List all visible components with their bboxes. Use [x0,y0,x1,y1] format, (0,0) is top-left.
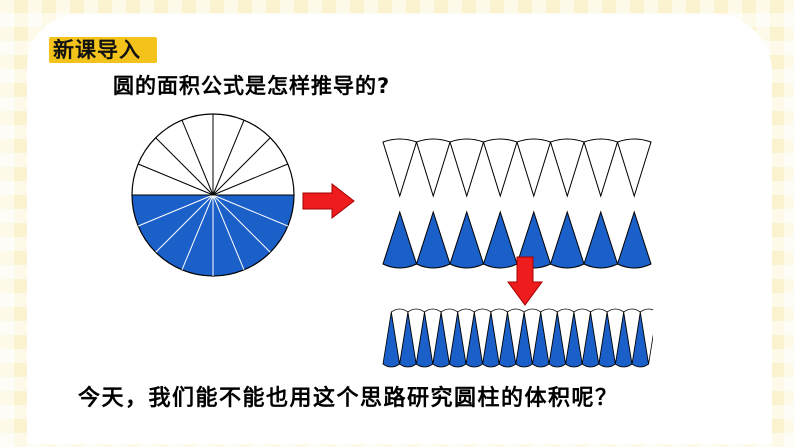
strip-white-sector [639,308,653,365]
white-sector [549,138,585,198]
white-sector [449,138,485,198]
white-sector [516,138,552,198]
blue-sector [382,210,418,269]
white-sector [415,138,451,198]
sector-line [212,194,245,271]
blue-sector [449,210,485,269]
sector-rows-diagram [382,138,652,269]
down-arrow-icon [507,256,543,306]
sector-line [155,137,214,196]
circle-diagram [131,113,295,277]
bottom-question: 今天，我们能不能也用这个思路研究圆柱的体积呢？ [78,386,619,411]
rearranged-strip-diagram [382,308,653,368]
sector-line [137,194,214,227]
blue-sector [583,210,619,269]
section-tag-highlight [49,37,157,63]
sector-line [137,163,214,196]
blue-sector [415,210,451,269]
blue-sector [549,210,585,269]
white-sector [583,138,619,198]
section-tag: 新课导入 [53,38,141,62]
question-title: 圆的面积公式是怎样推导的? [113,74,391,98]
sector-line [212,194,271,253]
right-arrow-icon [302,183,355,219]
sector-line [181,119,214,196]
sector-line [155,194,214,253]
sector-line [212,163,289,196]
white-sector [382,138,418,198]
sector-line [181,194,214,271]
white-sector [482,138,518,198]
blue-sector [616,210,652,269]
sector-line [212,137,271,196]
sector-line [212,194,289,227]
white-sector [616,138,652,198]
sector-line [212,119,245,196]
